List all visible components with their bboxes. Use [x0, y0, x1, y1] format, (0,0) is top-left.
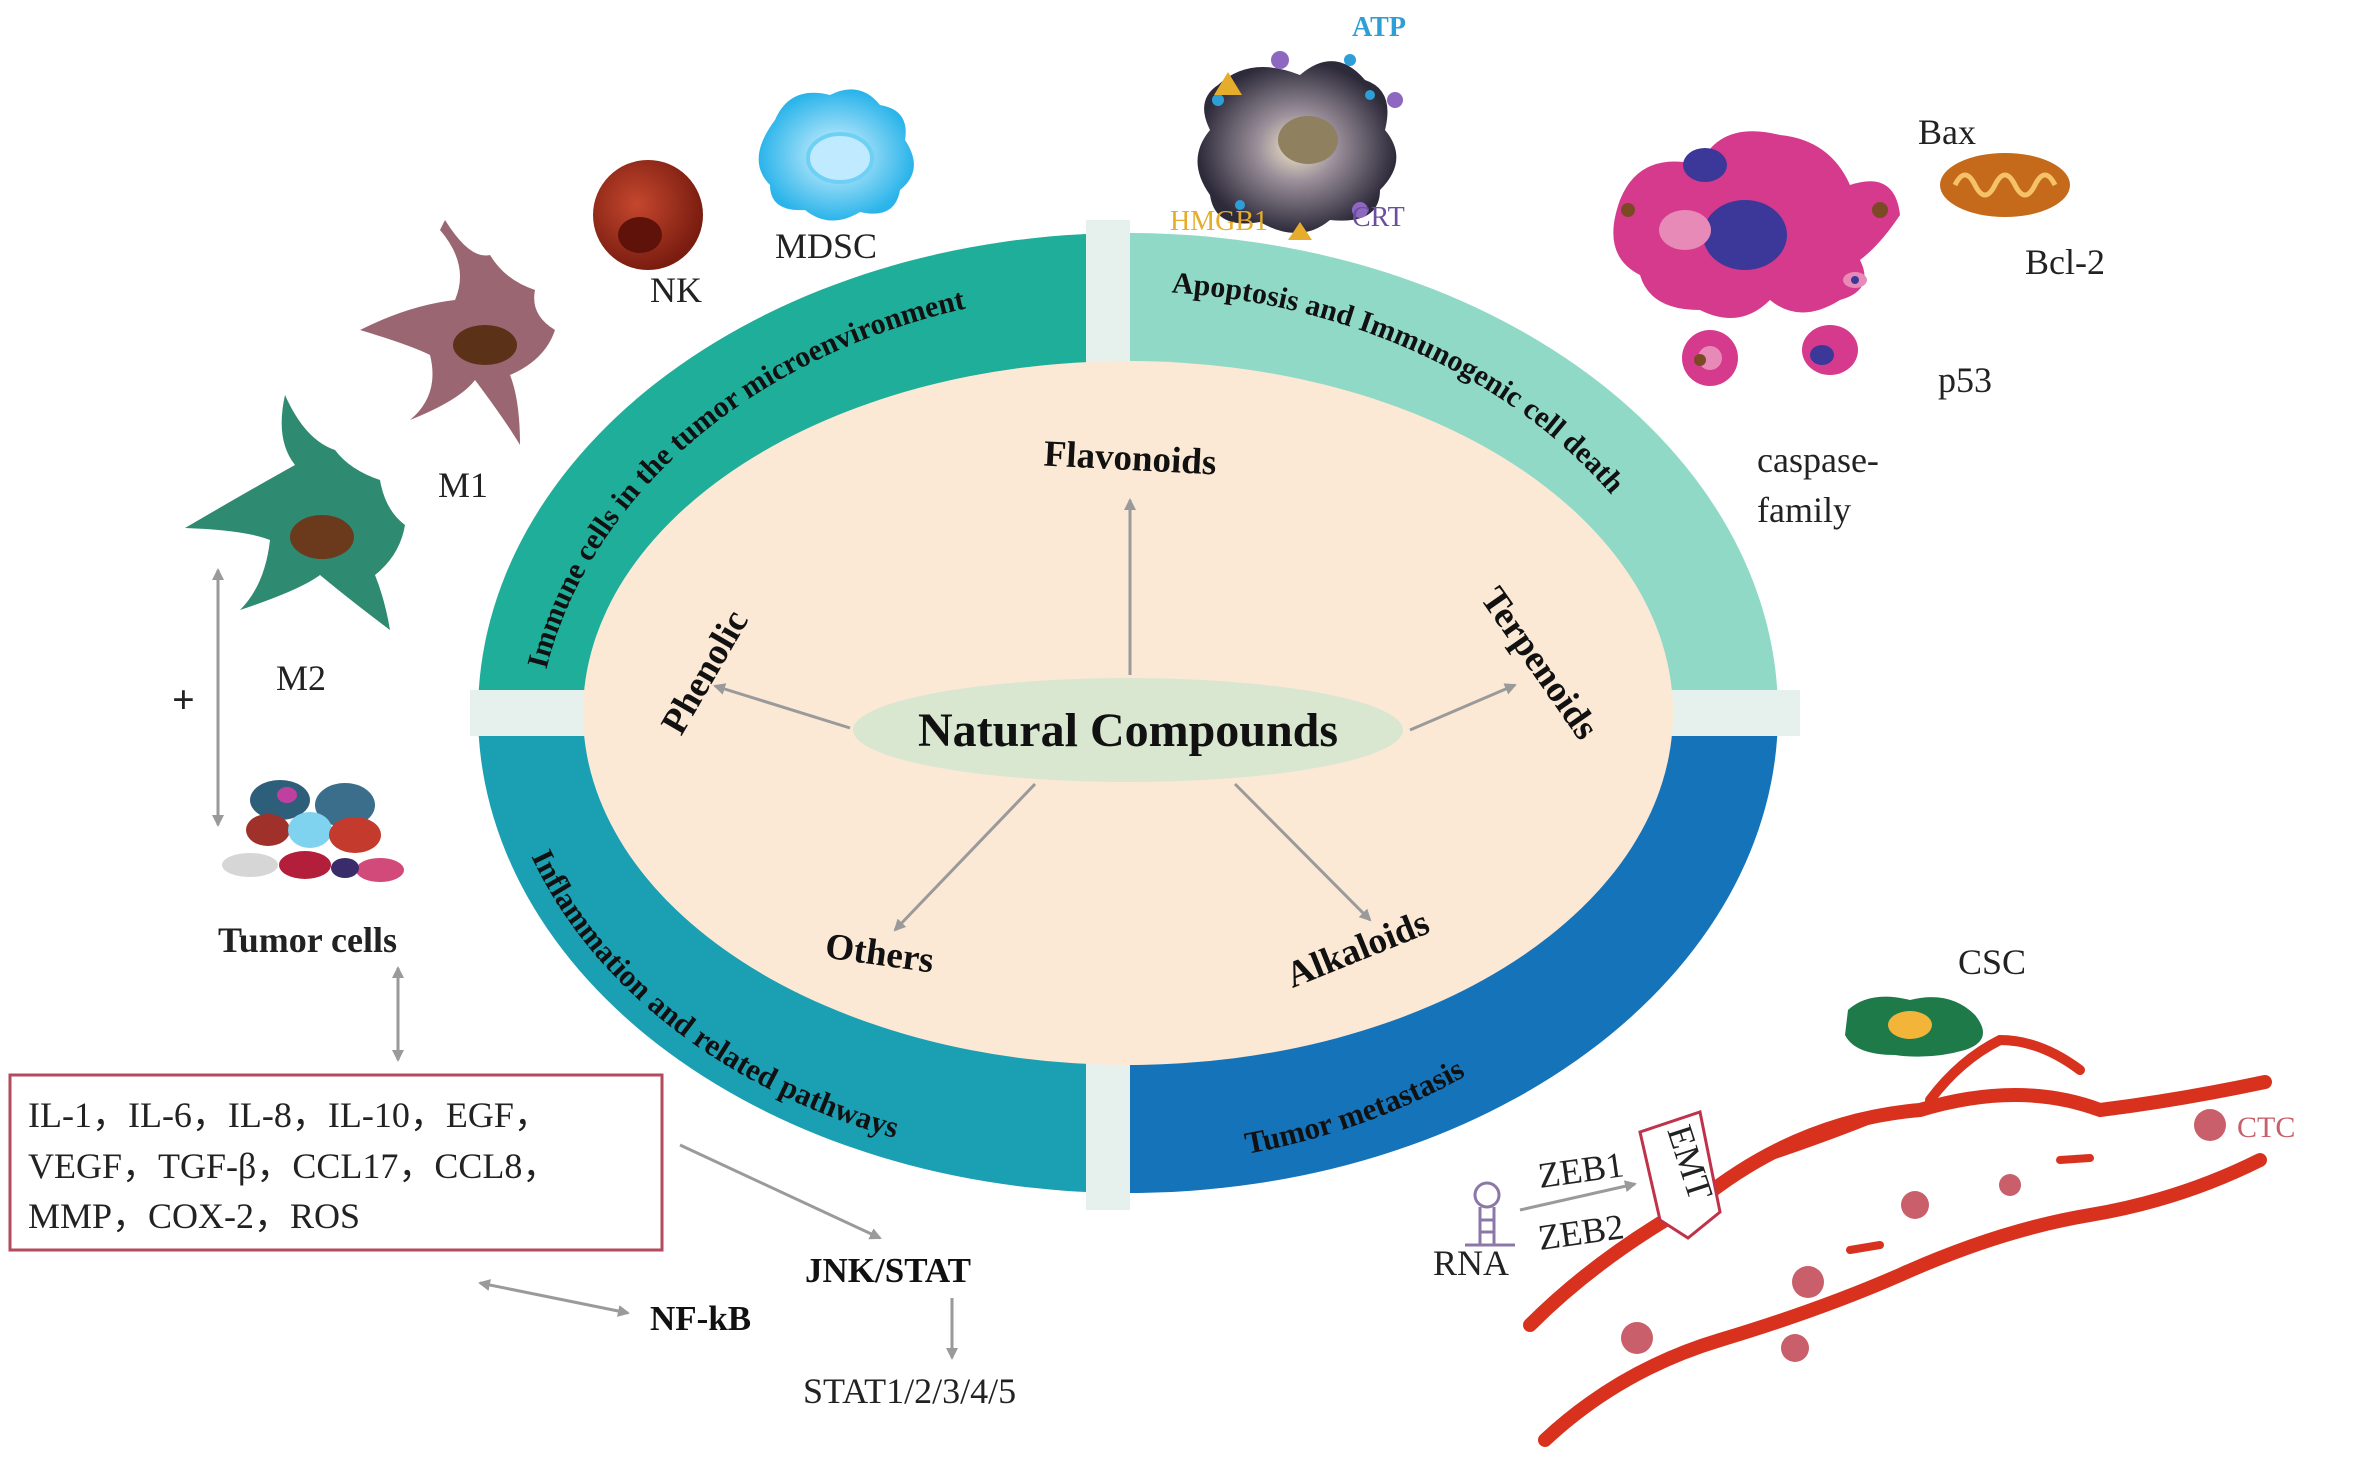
label-m1: M1 — [438, 465, 488, 505]
rna-hairpin-icon — [1465, 1181, 1515, 1247]
label-nfkb: NF-kB — [650, 1299, 751, 1338]
arrow-to-alkaloids — [1233, 782, 1372, 922]
label-stat: STAT1/2/3/4/5 — [803, 1371, 1016, 1411]
m1-macrophage-icon — [360, 220, 555, 445]
label-atp: ATP — [1352, 12, 1406, 43]
mitochondria-icon — [1940, 153, 2070, 217]
ctc-cells-icon — [1621, 1109, 2226, 1362]
label-m2: M2 — [276, 658, 326, 698]
arrow-to-others — [893, 782, 1037, 932]
cytokine-line-2: VEGF，TGF-β，CCL17，CCL8， — [28, 1146, 558, 1186]
emt-arrow-icon — [1638, 1110, 1722, 1240]
label-jnk-stat: JNK/STAT — [805, 1251, 971, 1290]
label-crt: CRT — [1352, 202, 1405, 233]
cytokine-line-1: IL-1，IL-6，IL-8，IL-10，EGF， — [28, 1095, 550, 1135]
cytokine-line-3: MMP，COX-2，ROS — [28, 1196, 360, 1236]
blood-vessel-icon — [1523, 1034, 2272, 1447]
label-nk: NK — [650, 270, 702, 310]
plus-sign: + — [172, 677, 195, 722]
nk-cell-icon — [593, 160, 703, 270]
cytokine-box — [8, 1073, 664, 1252]
label-p53: p53 — [1938, 360, 1992, 400]
tumor-cells-icon — [222, 780, 404, 882]
label-rna: RNA — [1433, 1243, 1509, 1283]
csc-cell-icon — [1845, 996, 1983, 1057]
arrow-to-terpenoids — [1409, 683, 1517, 732]
label-bcl2: Bcl-2 — [2025, 242, 2105, 282]
label-csc: CSC — [1958, 942, 2026, 982]
arrow-cytokines-jnk — [679, 1143, 882, 1240]
arrow-cytokines-nfkb — [478, 1279, 630, 1317]
icd-cell-icon — [1197, 51, 1403, 240]
apoptotic-cell-icon — [1613, 131, 1900, 386]
mdsc-cell-icon — [758, 89, 914, 221]
label-caspase-line2: family — [1757, 490, 1851, 530]
arrow-to-phenolic — [713, 683, 851, 730]
center-oval — [853, 678, 1403, 782]
label-ctc: CTC — [2237, 1111, 2295, 1144]
label-hmgb1: HMGB1 — [1170, 206, 1268, 237]
center-title: Natural Compounds — [918, 704, 1338, 757]
label-bax: Bax — [1918, 112, 1976, 152]
m2-macrophage-icon — [185, 395, 405, 630]
label-mdsc: MDSC — [775, 226, 877, 266]
arrow-rna-emt — [1519, 1180, 1637, 1212]
label-tumor-cells: Tumor cells — [218, 920, 397, 960]
label-caspase-line1: caspase- — [1757, 440, 1879, 480]
compound-flavonoids: Flavonoids — [1043, 434, 1218, 484]
